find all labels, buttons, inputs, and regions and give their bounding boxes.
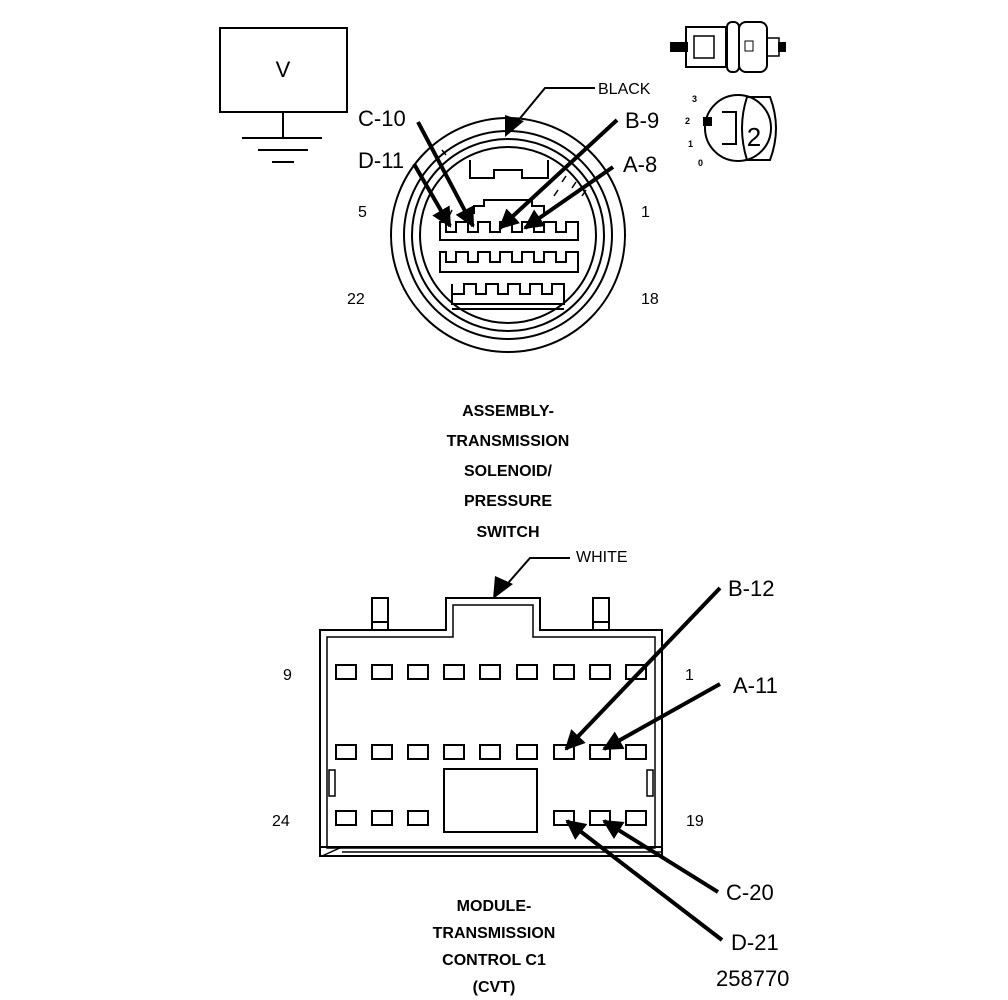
connector1-title-line5: SWITCH <box>476 524 539 541</box>
figure-id: 258770 <box>716 966 789 991</box>
black-housing-callout: BLACK <box>505 81 651 137</box>
callout-a8: A-8 <box>623 152 657 177</box>
dial-scale-1: 1 <box>688 139 693 149</box>
selector-dial-icon: 3 2 1 0 2 <box>685 94 777 168</box>
voltmeter-icon: V <box>219 27 348 163</box>
solenoid-connector <box>390 117 626 353</box>
probe-connector-icon <box>670 21 786 73</box>
connector2-title-line2: TRANSMISSION <box>433 925 556 942</box>
connector2-title-line1: MODULE- <box>457 898 532 915</box>
connector2-title-line4: (CVT) <box>473 979 516 996</box>
dial-value: 2 <box>747 122 761 152</box>
pin-label-5: 5 <box>358 204 367 221</box>
dial-scale-3: 3 <box>692 94 697 104</box>
connector2-title-line3: CONTROL C1 <box>442 952 546 969</box>
housing-color-label: BLACK <box>598 81 651 98</box>
pin-label-19: 19 <box>686 813 704 830</box>
callout-b9: B-9 <box>625 108 659 133</box>
callout-c20: C-20 <box>726 880 774 905</box>
dial-scale-0: 0 <box>698 158 703 168</box>
pin-label-1-tcm: 1 <box>685 667 694 684</box>
pin-label-22: 22 <box>347 291 365 308</box>
housing-color-label-2: WHITE <box>576 549 628 566</box>
voltmeter-label: V <box>276 57 291 82</box>
callout-d21: D-21 <box>731 930 779 955</box>
callout-c10: C-10 <box>358 106 406 131</box>
white-housing-callout: WHITE <box>493 549 628 599</box>
callout-b12: B-12 <box>728 576 774 601</box>
connector1-title-line2: TRANSMISSION <box>447 433 570 450</box>
connector1-title-line1: ASSEMBLY- <box>462 403 554 420</box>
connector1-title-line3: SOLENOID/ <box>464 463 553 480</box>
dial-scale-2: 2 <box>685 116 690 126</box>
pin-label-24: 24 <box>272 813 290 830</box>
pin-label-1: 1 <box>641 204 650 221</box>
tcm-connector <box>319 597 663 857</box>
connector1-title-line4: PRESSURE <box>464 493 552 510</box>
pin-label-18: 18 <box>641 291 659 308</box>
callout-d11: D-11 <box>358 148 404 173</box>
pin-label-9: 9 <box>283 667 292 684</box>
callout-a11: A-11 <box>733 673 778 698</box>
